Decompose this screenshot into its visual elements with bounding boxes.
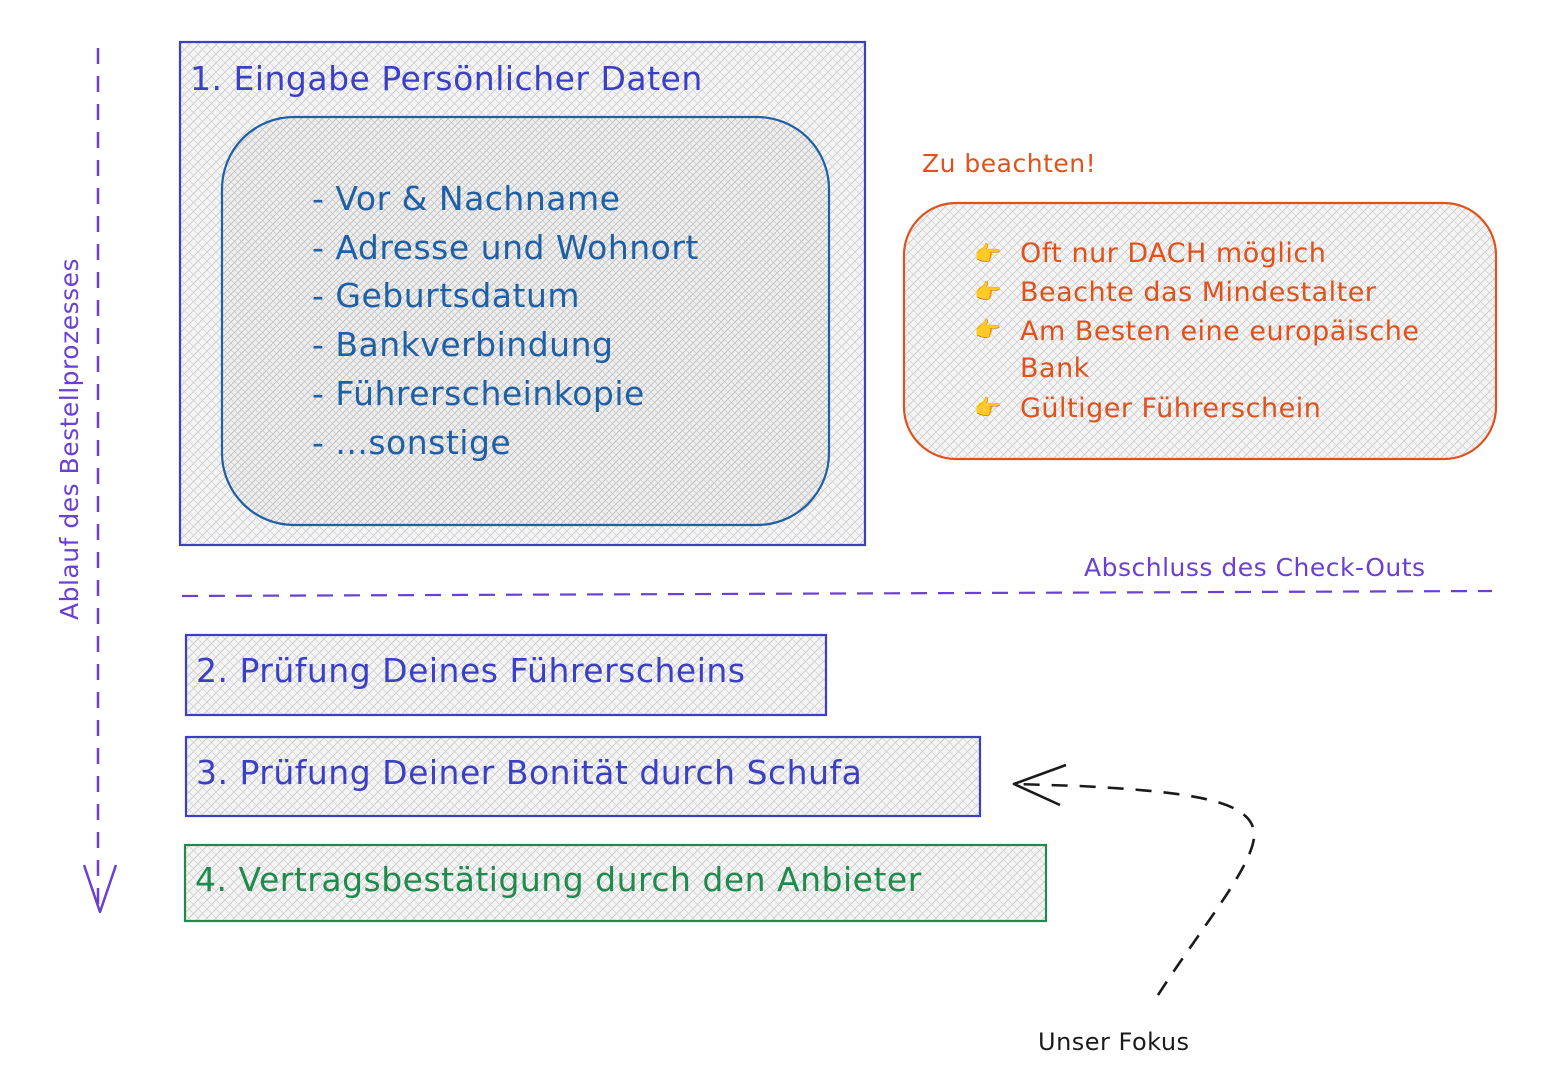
focus-arrow-head [1012,763,1067,807]
step1-inner-box [220,115,831,527]
note-item: Beachte das Mindestalter [1020,277,1377,308]
step3-box: 3. Prüfung Deiner Bonität durch Schufa [184,735,982,818]
step1-item: - Vor & Nachname [312,179,620,218]
pointing-hand-icon: 👉 [974,279,1001,305]
step2-title: 2. Prüfung Deines Führerscheins [196,651,746,690]
flow-label: Ablauf des Bestellprozesses [55,258,84,620]
step1-item: - Führerscheinkopie [312,374,645,413]
note-box-fill [902,201,1498,461]
note-item: Bank [1020,353,1090,384]
note-item: Am Besten eine europäische [1020,316,1419,347]
note-item: Gültiger Führerschein [1020,393,1321,424]
flow-arrow-head [82,864,118,914]
flow-arrow [82,48,118,914]
note-box: Zu beachten! 👉 Oft nur DACH möglich 👉 Be… [902,149,1498,461]
checkout-divider [181,589,1493,598]
step1-box: 1. Eingabe Persönlicher Daten - Vor & Na… [178,40,867,547]
checkout-label: Abschluss des Check-Outs [1084,553,1426,582]
step1-item: - Adresse und Wohnort [312,228,699,267]
step4-title: 4. Vertragsbestätigung durch den Anbiete… [195,860,922,899]
focus-arrow-line [1015,782,1256,996]
step1-item: - Bankverbindung [312,325,613,364]
step3-title: 3. Prüfung Deiner Bonität durch Schufa [196,753,862,792]
focus-label: Unser Fokus [1038,1028,1190,1056]
note-item: Oft nur DACH möglich [1020,238,1326,269]
step3-box-fill [184,735,982,818]
focus-arrow [1012,763,1256,996]
step2-box: 2. Prüfung Deines Führerscheins [184,633,828,717]
pointing-hand-icon: 👉 [974,241,1001,267]
step4-box: 4. Vertragsbestätigung durch den Anbiete… [183,843,1048,923]
step1-item: - Geburtsdatum [312,276,580,315]
step4-box-fill [183,843,1048,923]
step2-box-fill [184,633,828,717]
pointing-hand-icon: 👉 [974,395,1001,421]
step1-title: 1. Eingabe Persönlicher Daten [190,59,703,98]
pointing-hand-icon: 👉 [974,317,1001,343]
note-heading: Zu beachten! [922,149,1096,178]
step1-item: - ...sonstige [312,423,511,462]
